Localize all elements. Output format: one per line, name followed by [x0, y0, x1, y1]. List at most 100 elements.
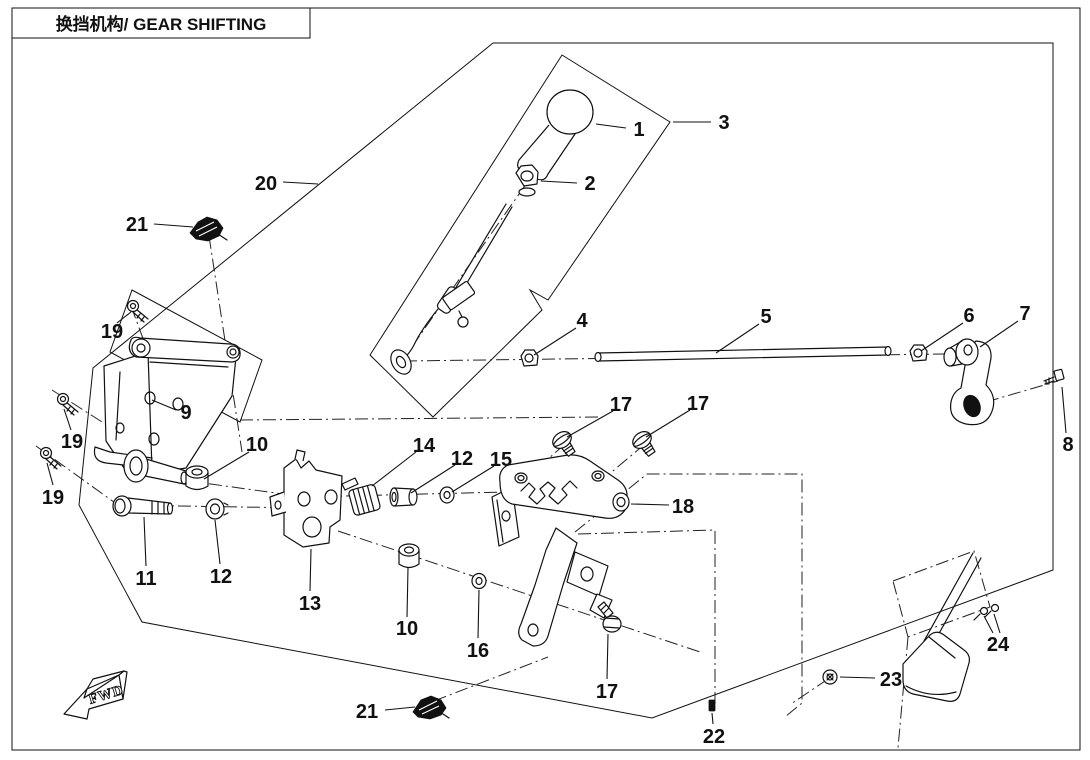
part-4-rod-nut — [520, 349, 539, 367]
callout-8: 8 — [1062, 434, 1073, 456]
leader-line-19 — [46, 462, 54, 486]
hidden-panel-1 — [574, 473, 803, 718]
part-16-washer — [471, 572, 487, 590]
leader-line-11 — [143, 516, 147, 567]
part-14-spring-stack — [341, 477, 381, 516]
part-5-shift-rod — [594, 345, 892, 363]
part-3-shift-lever — [390, 203, 513, 375]
leader-line-2 — [540, 180, 578, 184]
part-19-bolt-b — [56, 392, 79, 416]
part-18-gate-assembly — [491, 454, 630, 647]
leader-line-1 — [595, 123, 627, 129]
callout-12: 12 — [451, 448, 473, 470]
part-9-bracket-assembly — [93, 336, 241, 487]
callout-18: 18 — [672, 496, 694, 518]
leader-line-10 — [406, 567, 409, 618]
part-23-screw — [822, 669, 838, 685]
part-19-bolt-c — [39, 446, 62, 470]
leader-line-7 — [979, 320, 1019, 348]
leader-line-19 — [116, 311, 132, 324]
leader-line-17 — [606, 633, 609, 680]
axis-clip-b — [433, 656, 549, 702]
leader-line-23 — [839, 676, 876, 679]
axis-upper-bushings — [51, 389, 546, 498]
callout-19: 19 — [101, 321, 123, 343]
callout-17: 17 — [610, 394, 632, 416]
leader-line-12 — [214, 519, 221, 565]
axis-gate-mount — [337, 530, 701, 653]
axis-screw-23 — [790, 678, 829, 705]
part-15-washer — [439, 486, 455, 504]
leader-line-17 — [566, 410, 614, 438]
callout-7: 7 — [1019, 303, 1030, 325]
leader-line-6 — [920, 322, 964, 352]
leader-line-24 — [993, 613, 1001, 634]
part-17-screw-a — [552, 430, 576, 457]
callout-16: 16 — [467, 640, 489, 662]
hidden-console-cutout — [892, 550, 991, 638]
axis-arm-bolt — [985, 380, 1059, 403]
gate-plate — [499, 454, 628, 519]
leader-line-21 — [384, 706, 416, 711]
part-17-bolt-c — [597, 601, 622, 633]
part-10-bushing-lower — [398, 543, 420, 569]
callout-19: 19 — [42, 487, 64, 509]
callout-2: 2 — [584, 173, 595, 195]
callout-6: 6 — [963, 305, 974, 327]
hidden-panel-2 — [577, 529, 716, 704]
part-17-screw-b — [632, 430, 656, 457]
callout-20: 20 — [255, 173, 277, 195]
fwd-arrow: FWD — [63, 670, 128, 720]
part-12-bushing-left — [205, 498, 229, 520]
leader-line-5 — [715, 323, 760, 354]
callout-10: 10 — [396, 618, 418, 640]
callout-24: 24 — [987, 634, 1010, 656]
part-7-shift-arm — [943, 338, 995, 426]
part-3-console-panel — [369, 54, 671, 418]
callout-21: 21 — [126, 214, 148, 236]
callout-19: 19 — [61, 431, 83, 453]
leader-line-15 — [451, 465, 495, 493]
part-12-bushing-right — [389, 487, 418, 507]
hidden-console-edge — [897, 636, 909, 749]
leader-line-10 — [203, 451, 250, 480]
page-title: 换挡机构/ GEAR SHIFTING — [56, 14, 267, 34]
part-22-pin — [708, 699, 716, 712]
frame-lines — [11, 7, 1081, 751]
callout-1: 1 — [633, 119, 644, 141]
axis-horizontal — [239, 416, 601, 421]
leader-line-14 — [371, 451, 417, 487]
part-21-clip-a — [189, 216, 228, 242]
leader-line-16 — [477, 589, 480, 639]
leader-line-24 — [983, 615, 994, 634]
lever-ball-stud — [457, 316, 469, 328]
leader-line-4 — [533, 327, 577, 356]
part-11-pivot-bolt — [112, 495, 174, 517]
detail-frame — [109, 289, 263, 423]
callout-17: 17 — [687, 393, 709, 415]
leader-line-22 — [711, 712, 714, 725]
callout-11: 11 — [135, 568, 156, 590]
callout-12: 12 — [210, 566, 232, 588]
callout-5: 5 — [760, 306, 771, 328]
callout-23: 23 — [880, 669, 902, 691]
callout-9: 9 — [180, 402, 191, 424]
assembly-boundary — [78, 42, 1054, 719]
part-6-nut — [909, 344, 928, 362]
callout-4: 4 — [576, 310, 588, 332]
leader-line-21 — [153, 223, 194, 228]
leader-line-18 — [630, 503, 670, 506]
gear-lever-boot — [902, 552, 982, 702]
part-24-screws — [973, 603, 1000, 621]
part-13-mount-bracket — [269, 449, 343, 548]
callout-15: 15 — [490, 449, 512, 471]
part-8-bolt — [1043, 368, 1065, 385]
gate-lower-arm — [518, 527, 578, 647]
part-10-bushing-upper — [185, 465, 209, 491]
callout-3: 3 — [718, 112, 729, 134]
leader-line-9 — [151, 399, 177, 411]
callout-14: 14 — [413, 435, 436, 457]
callout-22: 22 — [703, 726, 725, 748]
pedal-arm — [128, 336, 241, 363]
